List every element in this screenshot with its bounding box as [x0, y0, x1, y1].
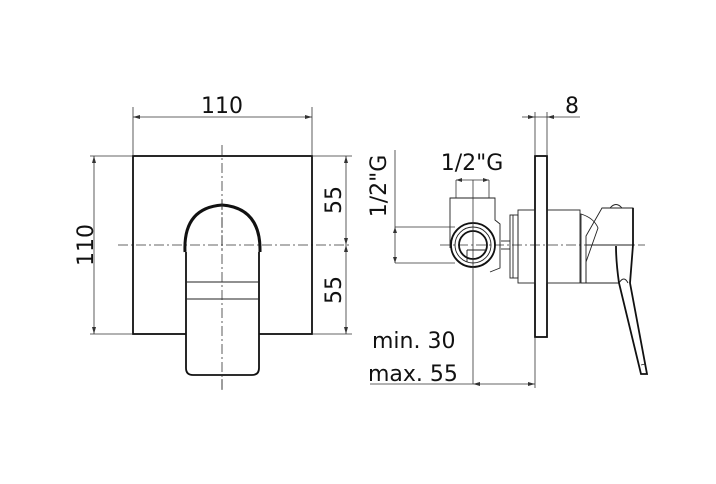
height-dimension: 110 — [74, 155, 133, 335]
plate-thickness-dimension: 8 — [522, 94, 580, 156]
half-height-dimensions: 55 55 — [312, 155, 352, 335]
upper-half-label: 55 — [322, 186, 347, 214]
height-label: 110 — [74, 224, 99, 266]
plate-thickness-label: 8 — [565, 94, 579, 119]
front-view: 110 110 55 55 — [74, 94, 352, 390]
side-view: 8 1/2"G 1/2"G min. 30 max. 55 — [367, 94, 649, 388]
vertical-thread-label: 1/2"G — [367, 155, 392, 218]
width-label: 110 — [201, 94, 243, 119]
side-lever — [580, 204, 649, 375]
installation-depth-dimension: min. 30 max. 55 — [368, 329, 536, 388]
horizontal-thread-dimension: 1/2"G — [441, 151, 504, 198]
horizontal-thread-label: 1/2"G — [441, 151, 504, 176]
depth-min-label: min. 30 — [372, 329, 455, 354]
lower-half-label: 55 — [322, 276, 347, 304]
valve-body — [501, 209, 581, 284]
depth-max-label: max. 55 — [368, 362, 458, 387]
side-cover-plate — [534, 155, 548, 338]
vertical-thread-dimension: 1/2"G — [367, 150, 455, 264]
width-dimension: 110 — [132, 94, 313, 156]
front-handle — [183, 203, 262, 376]
inlet-fitting — [449, 197, 501, 273]
